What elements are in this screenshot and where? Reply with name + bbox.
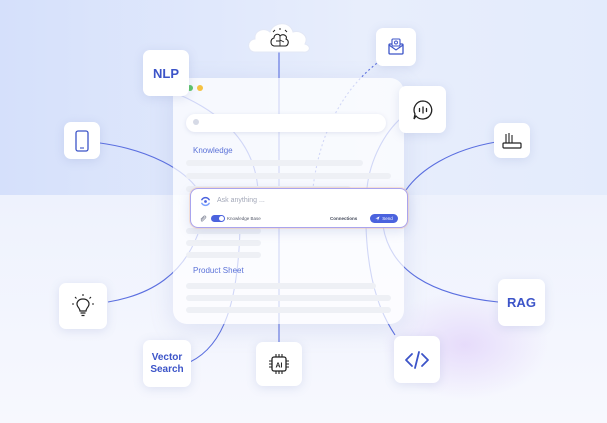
placeholder-line: [186, 240, 261, 246]
knowledge-base-label: Knowledge Base: [227, 216, 261, 221]
cloud-brain-icon: [248, 23, 310, 53]
email-card: [376, 28, 416, 66]
panel-search-bar: [186, 114, 386, 132]
placeholder-line: [186, 160, 363, 166]
knowledge-label: Knowledge: [193, 146, 233, 155]
lightbulb-icon: [72, 294, 94, 317]
ai-chip-card: AI: [256, 342, 302, 386]
speech-bubble-icon: [412, 99, 432, 120]
connections-button[interactable]: Connections: [330, 216, 358, 221]
vector-search-label-line1: Vector: [151, 351, 183, 363]
assistant-logo-icon: [201, 196, 210, 207]
phone-card: [64, 122, 100, 159]
nlp-card: NLP: [143, 50, 189, 96]
chat-input-box[interactable]: Ask anything ... Knowledge Base Connecti…: [190, 188, 408, 228]
laptop-card: [494, 123, 530, 158]
idea-card: [59, 283, 107, 329]
code-card: [394, 336, 440, 383]
placeholder-line: [186, 307, 391, 313]
laptop-icon: [502, 132, 522, 149]
placeholder-line: [186, 173, 391, 179]
svg-text:AI: AI: [276, 362, 283, 369]
window-dot-green: [187, 85, 193, 91]
knowledge-base-toggle[interactable]: [211, 215, 225, 222]
placeholder-line: [186, 283, 376, 289]
attach-icon[interactable]: [199, 215, 207, 223]
rag-label: RAG: [507, 295, 536, 310]
rag-card: RAG: [498, 279, 545, 326]
ai-chip-icon: AI: [269, 354, 289, 374]
line-laptop: [405, 141, 497, 191]
product-sheet-label: Product Sheet: [193, 266, 244, 275]
code-icon: [405, 350, 429, 369]
placeholder-line: [186, 295, 391, 301]
toggle-knob: [219, 216, 224, 221]
vector-search-card: Vector Search: [143, 340, 191, 387]
placeholder-line: [186, 228, 261, 234]
send-icon: [375, 216, 380, 221]
send-button[interactable]: Send: [370, 214, 398, 223]
smartphone-icon: [75, 129, 89, 152]
chat-input-placeholder[interactable]: Ask anything ...: [217, 197, 265, 204]
send-label: Send: [382, 216, 393, 221]
panel-search-icon: [193, 119, 199, 125]
placeholder-line: [186, 252, 261, 258]
window-dot-yellow: [197, 85, 203, 91]
nlp-label: NLP: [153, 65, 179, 81]
vector-search-label-line2: Search: [150, 363, 184, 375]
chat-card: [399, 86, 446, 133]
email-icon: [388, 38, 404, 55]
